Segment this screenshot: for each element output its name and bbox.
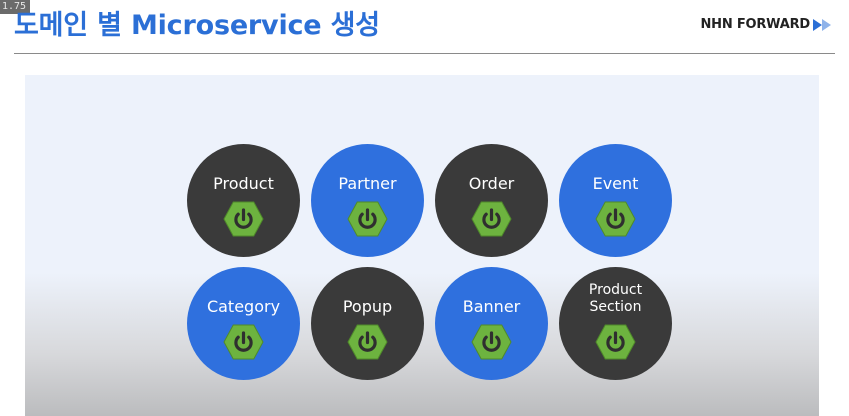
spring-boot-icon — [471, 201, 512, 237]
service-product-section: Product Section — [559, 267, 672, 380]
microservice-grid: Product Partner Order Event Category Pop… — [187, 144, 672, 380]
slide-title: 도메인 별 Microservice 생성 — [14, 10, 380, 41]
spring-boot-icon — [347, 201, 388, 237]
spring-boot-icon — [471, 324, 512, 360]
service-banner: Banner — [435, 267, 548, 380]
service-label: Product Section — [588, 282, 643, 315]
spring-boot-icon — [595, 324, 636, 360]
content-panel — [25, 75, 819, 416]
service-label: Order — [468, 174, 515, 193]
service-product: Product — [187, 144, 300, 257]
service-label: Popup — [342, 297, 393, 316]
service-event: Event — [559, 144, 672, 257]
brand-logo: NHN FORWARD — [700, 17, 833, 32]
service-partner: Partner — [311, 144, 424, 257]
service-label: Product — [213, 174, 274, 193]
header-divider — [14, 53, 835, 54]
service-label: Banner — [462, 297, 521, 316]
double-play-arrow-icon — [813, 18, 833, 31]
service-label: Partner — [338, 174, 397, 193]
brand-text: NHN FORWARD — [700, 17, 810, 32]
service-popup: Popup — [311, 267, 424, 380]
spring-boot-icon — [347, 324, 388, 360]
service-category: Category — [187, 267, 300, 380]
spring-boot-icon — [223, 201, 264, 237]
service-order: Order — [435, 144, 548, 257]
service-label: Event — [592, 174, 639, 193]
zoom-level-badge: 1.75 — [0, 0, 30, 14]
spring-boot-icon — [223, 324, 264, 360]
spring-boot-icon — [595, 201, 636, 237]
service-label: Category — [206, 297, 281, 316]
